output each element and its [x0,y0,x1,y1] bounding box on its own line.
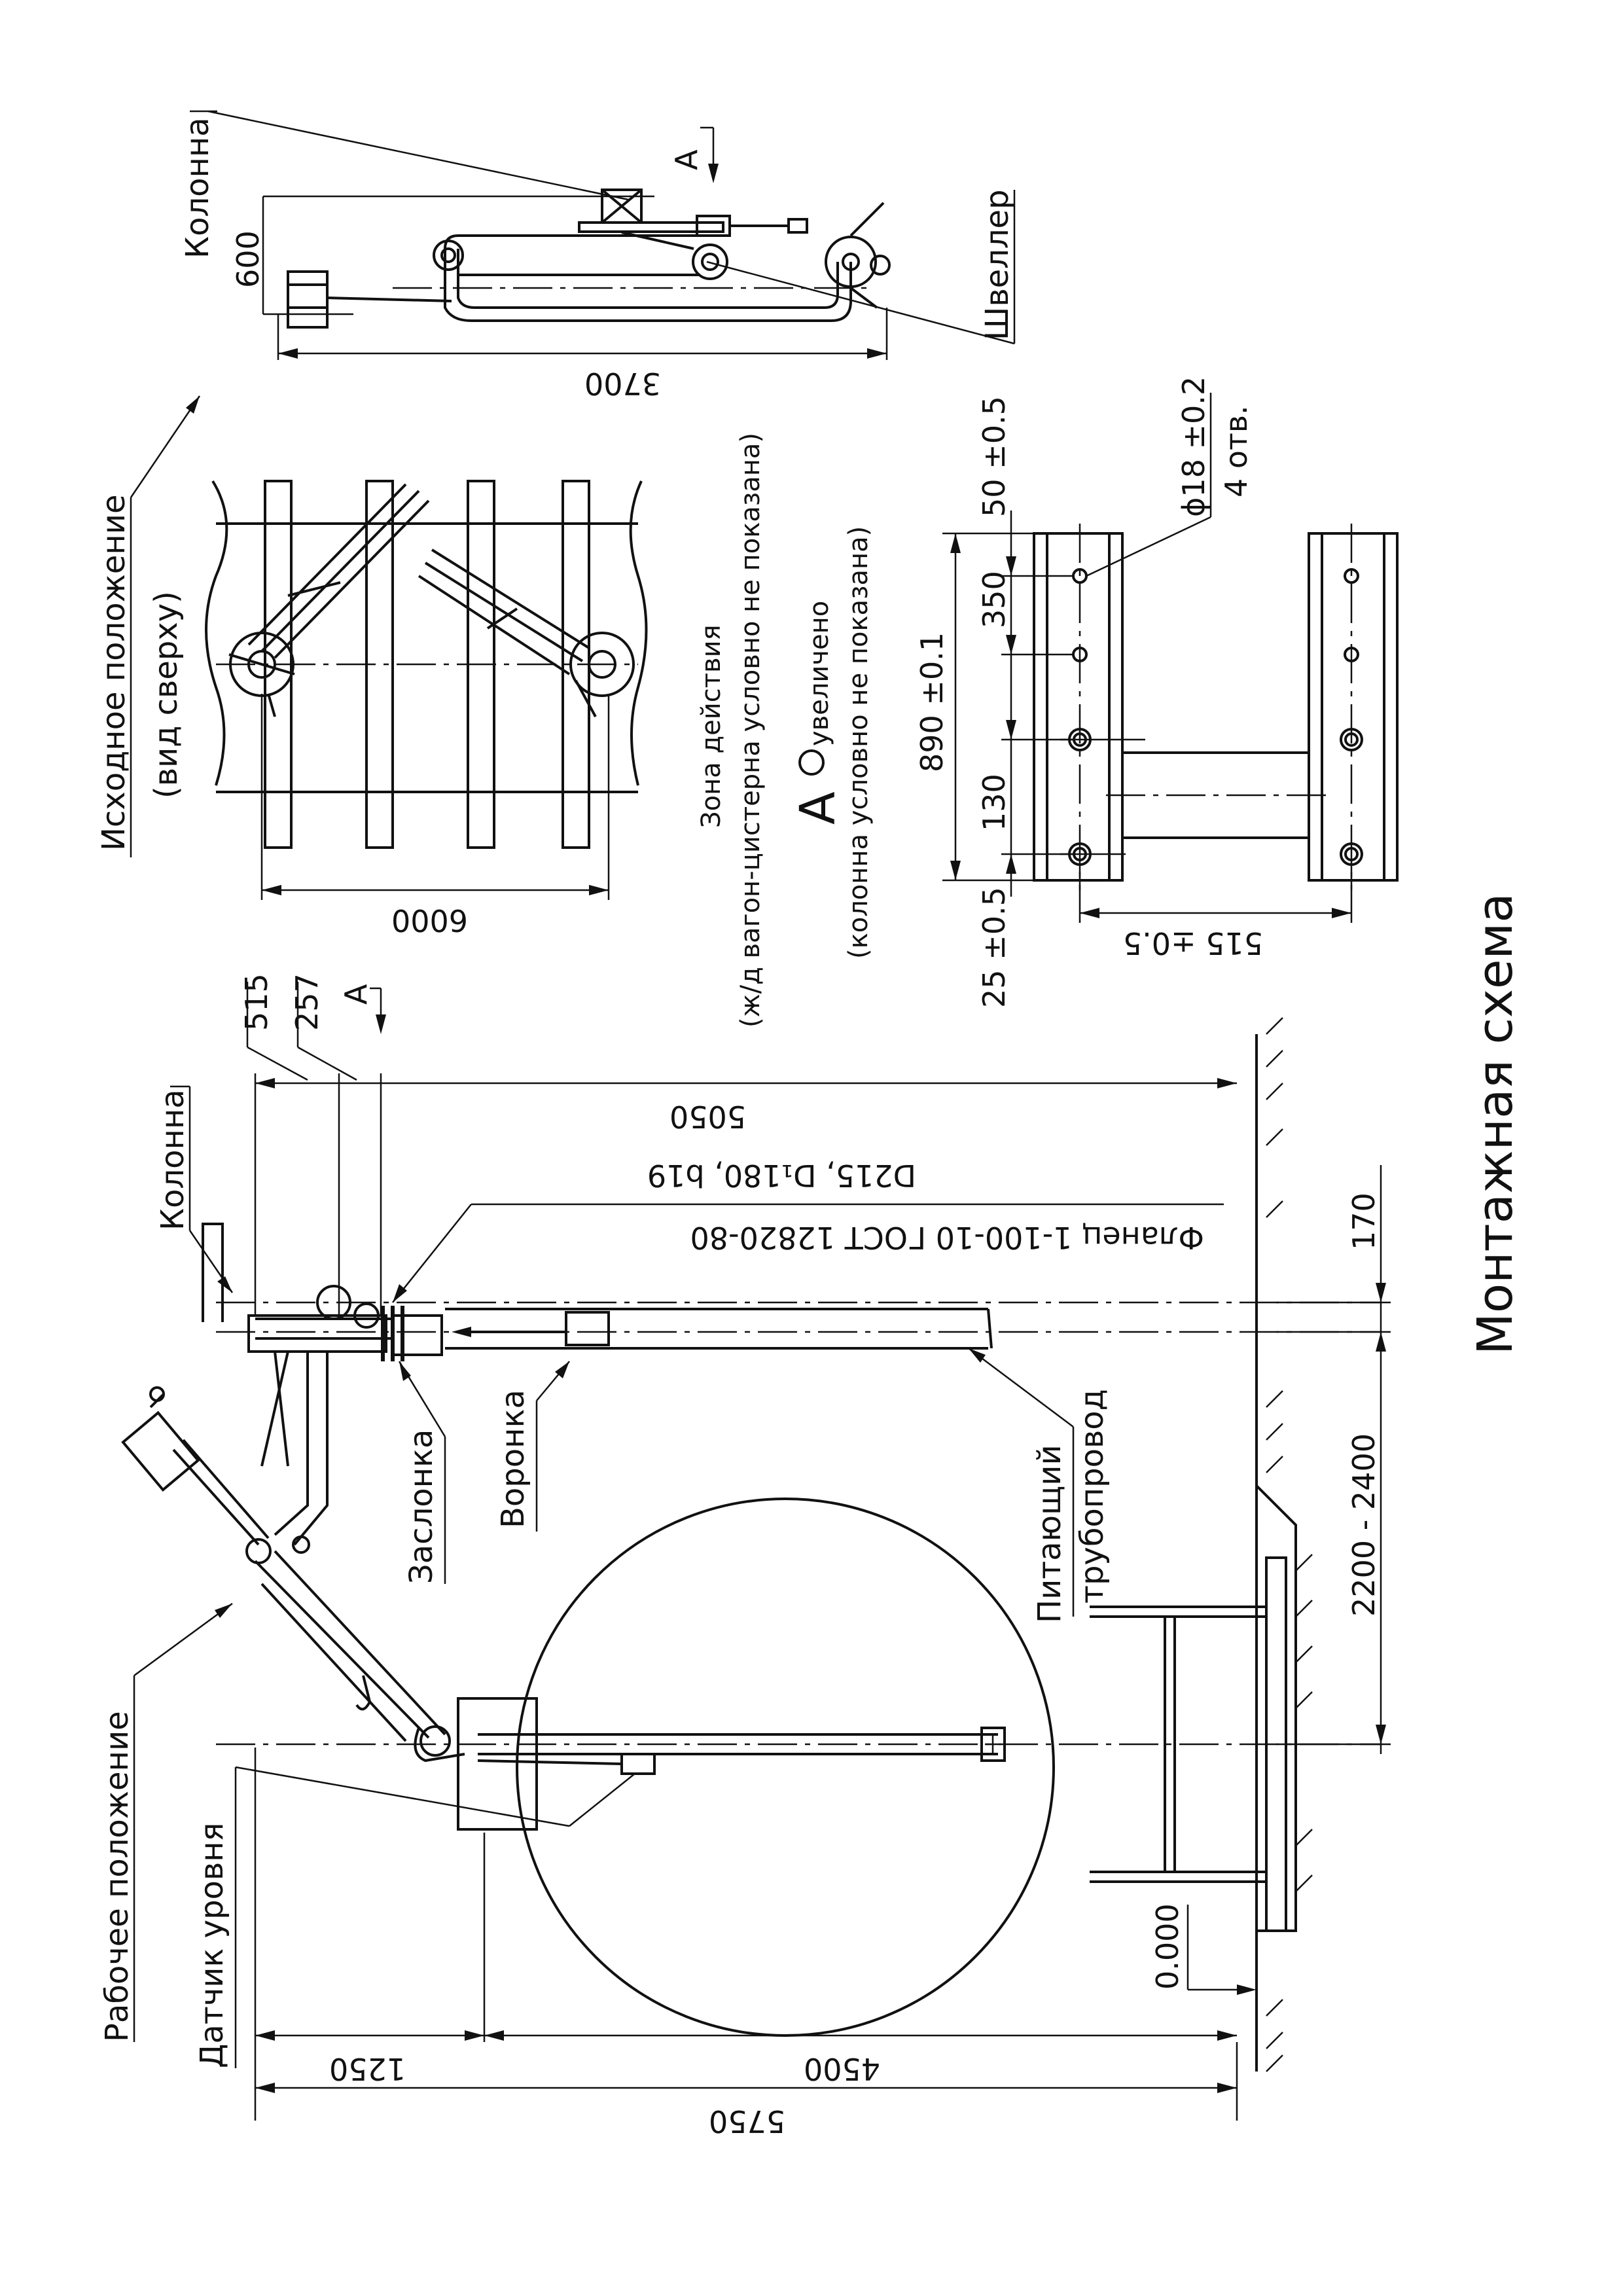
shveller-label: Швеллер [979,189,1016,340]
flanec-params: D215, D₁180, b19 [647,1158,916,1193]
section-a-main: А [338,984,374,1005]
dim-350: 350 [976,571,1012,628]
top-side-view: Колонна 600 [179,110,1016,401]
zona-note: (ж/д вагон-цистерна условно не показана) [736,433,766,1028]
pitayushiy-label-1: Питающий [1031,1444,1068,1623]
level-label: 0.000 [1150,1903,1185,1990]
pitayushiy-label-2: трубопровод [1074,1389,1111,1604]
datchik-label: Датчик уровня [194,1823,230,2068]
a-note: (колонна условно не показана) [844,526,874,959]
a-view-letter: А [790,791,846,825]
dim-1250: 1250 [329,2051,406,2087]
dim-130: 130 [976,774,1012,831]
dim-50: 50 ±0.5 [976,396,1012,517]
dim-25: 25 ±0.5 [976,887,1012,1008]
dim-6000: 6000 [391,903,468,938]
dim-515-tol: 515 ±0.5 [1123,925,1263,961]
dim-600: 600 [230,230,266,288]
rabochee-label: Рабочее положение [99,1711,135,2042]
dim-d18: ϕ18 ±0.2 [1176,376,1211,517]
vid-sverhu-label: (вид сверху) [148,591,185,798]
uvelicheno-label: увеличено [804,601,834,746]
otv-label: 4 отв. [1219,405,1254,497]
view-a-detail: А увеличено (колонна условно не показана… [790,376,1399,1008]
dim-3700: 3700 [584,366,661,401]
ishodnoe-label: Исходное положение [96,495,132,851]
dim-170: 170 [1346,1193,1382,1250]
main-side-view: 515 257 А 5050 D215, D₁180, b19 Фланец 1… [99,973,1391,2139]
zona-label: Зона действия [696,624,726,828]
dim-2200-2400: 2200 - 2400 [1346,1433,1382,1617]
sheet-title: Монтажная схема [1467,893,1524,1355]
zaslonka-label: Заслонка [403,1429,440,1584]
dim-5750: 5750 [709,2104,785,2139]
dim-4500: 4500 [804,2051,880,2087]
kolonna-main-label: Колонна [154,1089,191,1230]
plan-view: Исходное положение (вид сверху) [96,395,766,1028]
kolonna-top-label: Колонна [179,117,216,259]
dim-257: 257 [289,973,325,1031]
dim-890: 890 ±0.1 [914,632,950,772]
dim-515: 515 [239,973,274,1031]
flanec-label: Фланец 1-100-10 ГОСТ 12820-80 [690,1220,1204,1255]
dim-5050: 5050 [669,1099,746,1134]
tank-outline [516,1498,1055,2037]
section-a-top: А [669,149,704,170]
voronka-label: Воронка [495,1390,531,1528]
